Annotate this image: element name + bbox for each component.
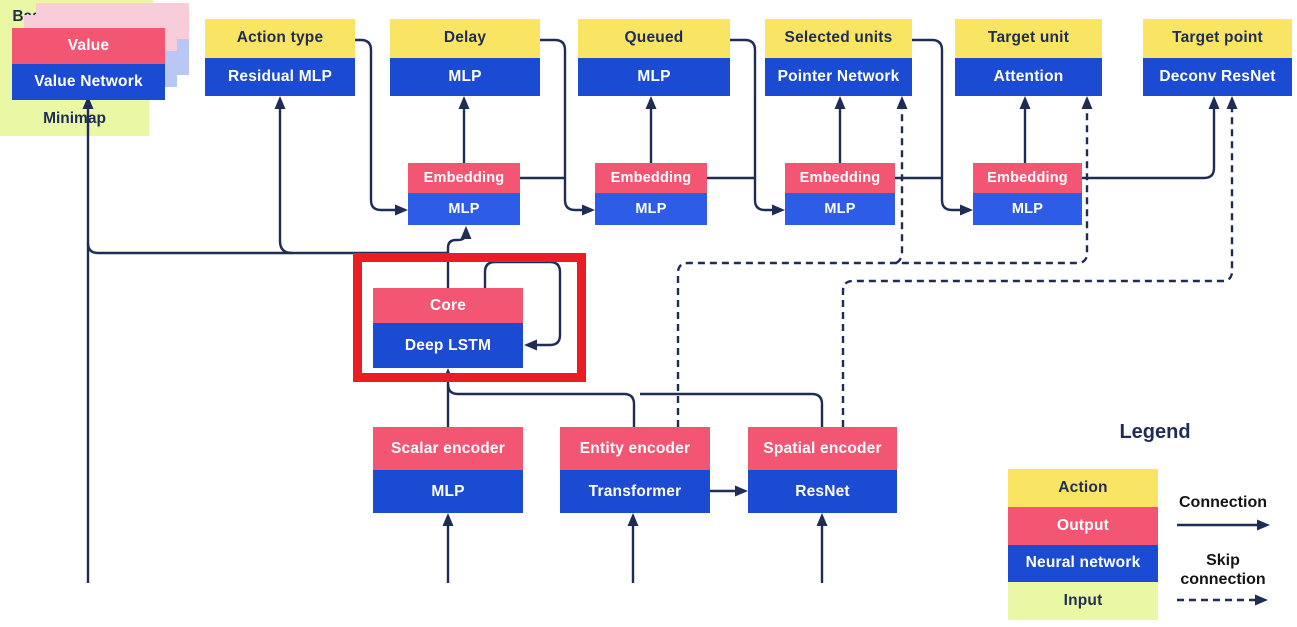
connection-core-recurrent-loop bbox=[483, 260, 562, 347]
node-embedding-3: Embedding MLP bbox=[785, 163, 895, 225]
pointer-network-label: Pointer Network bbox=[765, 57, 912, 96]
embedding-4-mlp-label: MLP bbox=[973, 193, 1082, 225]
node-queued: Queued MLP bbox=[578, 19, 730, 96]
scalar-encoder-mlp-label: MLP bbox=[373, 470, 523, 513]
legend-skip-connection-label: Skip connection bbox=[1180, 552, 1266, 588]
skip-entity-to-pointer bbox=[895, 99, 904, 265]
node-target-point: Target point Deconv ResNet bbox=[1143, 19, 1292, 96]
node-value: Value Value Network bbox=[12, 28, 165, 100]
deep-lstm-label: Deep LSTM bbox=[373, 323, 523, 368]
delay-label: Delay bbox=[390, 19, 540, 58]
connection-core-to-value bbox=[86, 242, 448, 255]
embedding-2-label: Embedding bbox=[595, 163, 707, 193]
embedding-1-mlp-label: MLP bbox=[408, 193, 520, 225]
node-minimap: Minimap bbox=[0, 102, 149, 136]
legend-swatches: Action Output Neural network Input bbox=[1008, 469, 1158, 620]
deconv-resnet-label: Deconv ResNet bbox=[1143, 57, 1292, 96]
connection-delay-to-embedding2 bbox=[540, 38, 592, 212]
selected-units-label: Selected units bbox=[765, 19, 912, 58]
target-point-label: Target point bbox=[1143, 19, 1292, 58]
node-scalar-encoder: Scalar encoder MLP bbox=[373, 427, 523, 513]
skip-connections bbox=[676, 99, 1256, 602]
embedding-3-mlp-label: MLP bbox=[785, 193, 895, 225]
node-target-unit: Target unit Attention bbox=[955, 19, 1102, 96]
node-entity-encoder: Entity encoder Transformer bbox=[560, 427, 710, 513]
node-action-type: Action type Residual MLP bbox=[205, 19, 355, 96]
embedding-3-label: Embedding bbox=[785, 163, 895, 193]
residual-mlp-label: Residual MLP bbox=[205, 57, 355, 96]
resnet-label: ResNet bbox=[748, 470, 897, 513]
embedding-2-mlp-label: MLP bbox=[595, 193, 707, 225]
core-label: Core bbox=[373, 288, 523, 323]
entity-encoder-label: Entity encoder bbox=[560, 427, 710, 470]
spatial-encoder-label: Spatial encoder bbox=[748, 427, 897, 470]
connection-entityencoder-to-core bbox=[446, 383, 636, 427]
legend-swatch-action: Action bbox=[1008, 469, 1158, 507]
node-embedding-4: Embedding MLP bbox=[973, 163, 1082, 225]
node-delay: Delay MLP bbox=[390, 19, 540, 96]
queued-label: Queued bbox=[578, 19, 730, 58]
node-core: Core Deep LSTM bbox=[373, 288, 523, 368]
node-embedding-1: Embedding MLP bbox=[408, 163, 520, 225]
legend-connection-label: Connection bbox=[1179, 494, 1267, 511]
connection-embedding4-to-deconv bbox=[1082, 99, 1216, 180]
action-type-label: Action type bbox=[205, 19, 355, 58]
connection-selectedunits-to-embedding4 bbox=[912, 38, 970, 212]
legend-swatch-input: Input bbox=[1008, 582, 1158, 620]
value-network-label: Value Network bbox=[12, 64, 165, 100]
transformer-label: Transformer bbox=[560, 470, 710, 513]
node-selected-units: Selected units Pointer Network bbox=[765, 19, 912, 96]
node-spatial-encoder: Spatial encoder ResNet bbox=[748, 427, 897, 513]
solid-connections bbox=[86, 38, 1258, 583]
highlight-box bbox=[353, 253, 586, 382]
embedding-1-label: Embedding bbox=[408, 163, 520, 193]
connection-queued-to-embedding3 bbox=[730, 38, 782, 212]
embedding-4-label: Embedding bbox=[973, 163, 1082, 193]
legend-swatch-output: Output bbox=[1008, 506, 1158, 545]
arrowheads bbox=[82, 96, 1270, 606]
delay-mlp-label: MLP bbox=[390, 57, 540, 96]
value-output-label: Value bbox=[12, 28, 165, 64]
connection-spatialencoder-to-core bbox=[640, 392, 824, 427]
skip-entity-to-attention bbox=[676, 99, 1089, 427]
queued-mlp-label: MLP bbox=[578, 57, 730, 96]
scalar-encoder-label: Scalar encoder bbox=[373, 427, 523, 470]
target-unit-label: Target unit bbox=[955, 19, 1102, 58]
skip-spatial-to-deconv bbox=[841, 99, 1234, 427]
legend-title: Legend bbox=[1119, 421, 1191, 443]
attention-label: Attention bbox=[955, 57, 1102, 96]
node-embedding-2: Embedding MLP bbox=[595, 163, 707, 225]
legend-swatch-neural-network: Neural network bbox=[1008, 544, 1158, 583]
connection-actiontype-to-embedding1 bbox=[355, 38, 405, 212]
connection-core-to-actiontype bbox=[278, 99, 293, 255]
